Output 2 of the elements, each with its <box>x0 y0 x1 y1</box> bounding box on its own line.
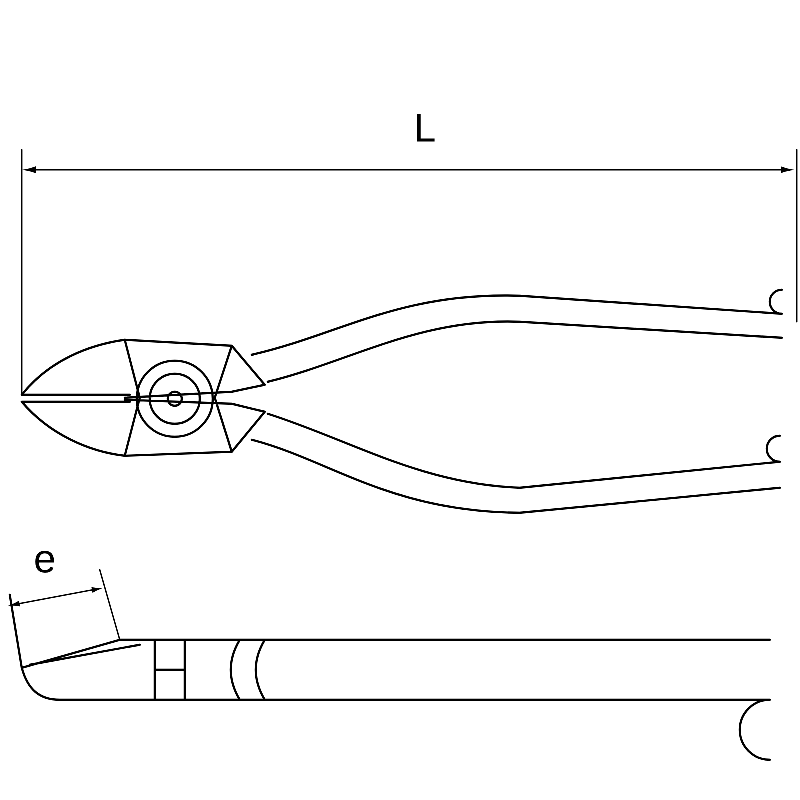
dimension-label: e <box>36 551 54 573</box>
dimension-label: L <box>417 114 435 142</box>
